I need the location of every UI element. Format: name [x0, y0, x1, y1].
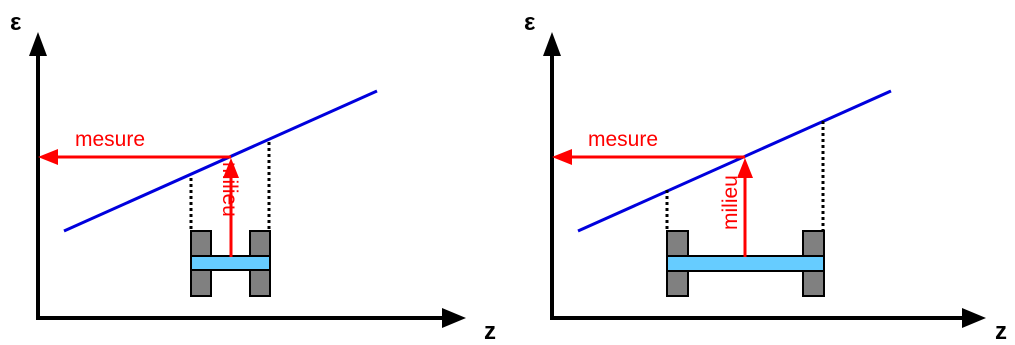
milieu-label: milieu: [719, 175, 742, 230]
gauge-grid: [666, 255, 825, 272]
milieu-arrowhead: [223, 158, 239, 178]
mesure-label: mesure: [75, 128, 145, 151]
mesure-label: mesure: [588, 128, 658, 151]
panel-left: ε z milieu mesure: [10, 9, 496, 345]
mesure-arrowhead: [552, 149, 572, 165]
milieu-arrowhead: [737, 158, 753, 178]
gauge-grid: [190, 255, 271, 271]
y-axis-arrowhead: [543, 32, 561, 56]
strain-line: [577, 89, 892, 233]
strain-line: [63, 89, 378, 233]
y-axis-arrowhead: [29, 32, 47, 56]
x-axis-arrowhead: [442, 308, 466, 328]
mesure-arrowhead: [38, 149, 58, 165]
x-axis-label: z: [484, 318, 496, 345]
y-axis-label: ε: [524, 9, 535, 36]
x-axis-label: z: [995, 318, 1007, 345]
milieu-label: milieu: [218, 162, 241, 217]
panel-right: ε z milieu mesure: [524, 9, 1007, 345]
y-axis-label: ε: [10, 9, 21, 36]
x-axis-arrowhead: [962, 308, 986, 328]
